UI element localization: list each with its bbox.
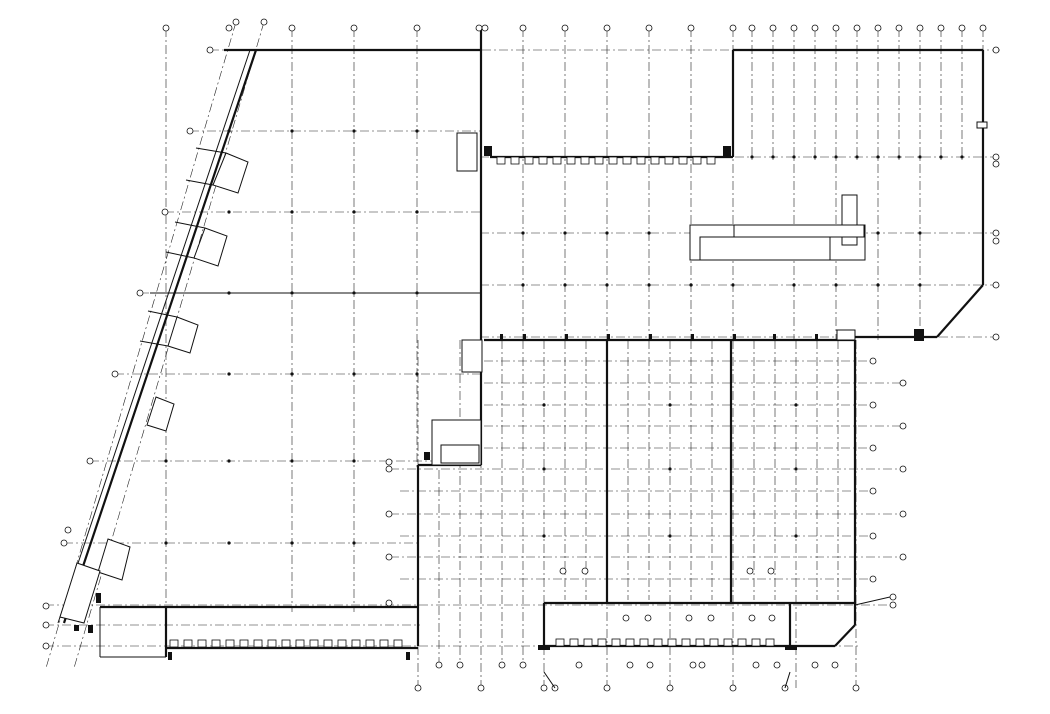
structural-columns: [164, 129, 964, 545]
grid-bubbles-right: [869, 46, 1000, 609]
grid-bubbles-left: [42, 46, 393, 650]
loading-dock-doors: [169, 156, 818, 648]
west-wall-bays: [59, 147, 249, 624]
grid-lines-south: [45, 340, 905, 688]
grid-bubbles-bottom: [414, 567, 860, 692]
interior-details: [74, 121, 988, 660]
grid-bubbles-top: [162, 18, 987, 32]
section-ticks: [543, 596, 891, 689]
grid-lines-north: [165, 28, 984, 612]
building-walls: [57, 28, 985, 658]
